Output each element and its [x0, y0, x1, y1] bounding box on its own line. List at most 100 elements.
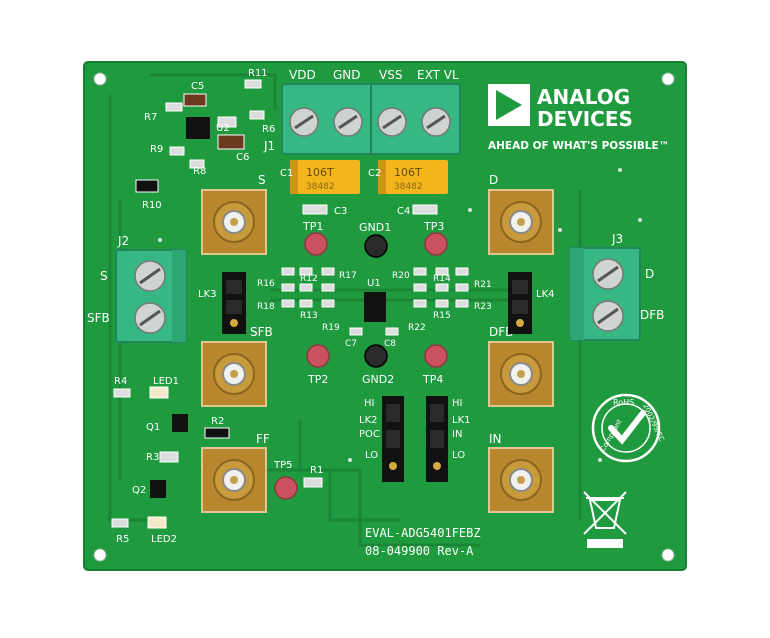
- label-sma-sfb: SFB: [250, 325, 273, 339]
- analog-devices-logo: [488, 84, 530, 126]
- tantalum-marking-c2: 106T: [394, 166, 422, 179]
- label-sma-s: S: [258, 173, 266, 187]
- sma-sfb: [201, 341, 267, 407]
- label-gnd2: GND2: [362, 373, 394, 386]
- sma-connectors: [201, 189, 554, 513]
- label-lk1-in: IN: [452, 429, 462, 440]
- tantalum-cap-c1: [290, 160, 360, 194]
- label-lk1-lo: LO: [452, 450, 465, 461]
- test-point-tp1: [304, 232, 328, 256]
- label-tp2: TP2: [307, 373, 328, 386]
- test-point-gnd1: [364, 234, 388, 258]
- label-r23: R23: [474, 302, 492, 312]
- label-sma-in: IN: [489, 432, 502, 446]
- logo-line2: DEVICES: [537, 107, 633, 131]
- label-c4: C4: [397, 206, 410, 217]
- sma-s: [201, 189, 267, 255]
- label-r3: R3: [146, 452, 159, 463]
- smd-resistor-array: [281, 267, 469, 336]
- terminal-ref-j1: J1: [263, 139, 275, 153]
- terminal-label-vdd: VDD: [289, 68, 316, 82]
- rohs-badge: [591, 393, 661, 463]
- mounting-hole: [661, 72, 675, 86]
- sma-dfb: [488, 341, 554, 407]
- label-led2: LED2: [151, 534, 177, 545]
- label-r19: R19: [322, 323, 340, 333]
- label-r14: R14: [433, 274, 451, 284]
- label-r5: R5: [116, 534, 129, 545]
- label-tp1: TP1: [302, 220, 323, 233]
- tantalum-code-c2: 38482: [394, 182, 423, 192]
- label-lk2-hi: HI: [364, 398, 374, 409]
- jumper-lk2: [382, 396, 404, 482]
- jumper-lk4: [508, 272, 532, 334]
- label-r21: R21: [474, 280, 492, 290]
- mounting-hole: [661, 548, 675, 562]
- weee-bin-icon: [583, 491, 627, 548]
- power-terminal-j1: [281, 83, 461, 155]
- label-r1: R1: [310, 465, 323, 476]
- label-lk1-hi: HI: [452, 398, 462, 409]
- label-gnd1: GND1: [359, 221, 391, 234]
- label-r6: R6: [262, 124, 275, 135]
- pcb-edge: [83, 61, 687, 571]
- label-lk3: LK3: [198, 289, 217, 300]
- label-r9: R9: [150, 144, 163, 155]
- label-c2: C2: [368, 168, 381, 179]
- sma-ff: [201, 447, 267, 513]
- label-c5: C5: [191, 81, 204, 92]
- label-c1: C1: [280, 168, 293, 179]
- mounting-holes: [93, 72, 675, 562]
- label-led1: LED1: [153, 376, 179, 387]
- label-j3: J3: [611, 232, 623, 246]
- tantalum-capacitors: [290, 160, 448, 194]
- terminal-label-ext-vl: EXT VL: [417, 68, 459, 82]
- switch-ic-u1: [364, 292, 386, 322]
- label-c6: C6: [236, 152, 249, 163]
- jumper-lk1: [426, 396, 448, 482]
- sma-in: [488, 447, 554, 513]
- label-r12: R12: [300, 274, 318, 284]
- test-points: [274, 232, 448, 500]
- label-r10: R10: [142, 200, 162, 211]
- test-point-tp5: [274, 476, 298, 500]
- label-j2-s: S: [100, 269, 108, 283]
- mounting-hole: [93, 548, 107, 562]
- terminal-j3: [569, 247, 641, 341]
- label-r18: R18: [257, 302, 275, 312]
- label-r20: R20: [392, 271, 410, 281]
- test-point-tp3: [424, 232, 448, 256]
- board-revision-label: 08-049900 Rev-A: [365, 544, 474, 558]
- label-lk1: LK1: [452, 415, 471, 426]
- label-u1: U1: [367, 278, 381, 289]
- label-j3-dfb: DFB: [640, 308, 664, 322]
- label-q2: Q2: [132, 485, 146, 496]
- label-u2: U2: [216, 123, 230, 134]
- label-r15: R15: [433, 311, 451, 321]
- label-sma-ff: FF: [256, 432, 270, 446]
- label-r13: R13: [300, 311, 318, 321]
- label-tp3: TP3: [423, 220, 444, 233]
- logo-line1: ANALOG: [537, 85, 630, 109]
- label-lk4: LK4: [536, 289, 555, 300]
- label-r17: R17: [339, 271, 357, 281]
- label-r7: R7: [144, 112, 157, 123]
- label-j2-sfb: SFB: [87, 311, 110, 325]
- label-c8: C8: [384, 339, 396, 349]
- label-r11: R11: [248, 68, 268, 79]
- test-point-tp2: [306, 344, 330, 368]
- label-r8: R8: [193, 166, 206, 177]
- label-tp4: TP4: [422, 373, 443, 386]
- sma-d: [488, 189, 554, 255]
- test-point-tp4: [424, 344, 448, 368]
- label-sma-dfb: DFB: [489, 325, 513, 339]
- label-c7: C7: [345, 339, 357, 349]
- label-lk2-poc: POC: [359, 429, 380, 440]
- label-q1: Q1: [146, 422, 160, 433]
- terminal-label-gnd: GND: [333, 68, 361, 82]
- label-j3-d: D: [645, 267, 654, 281]
- label-r4: R4: [114, 376, 127, 387]
- tantalum-cap-c2: [378, 160, 448, 194]
- label-lk2-lo: LO: [365, 450, 378, 461]
